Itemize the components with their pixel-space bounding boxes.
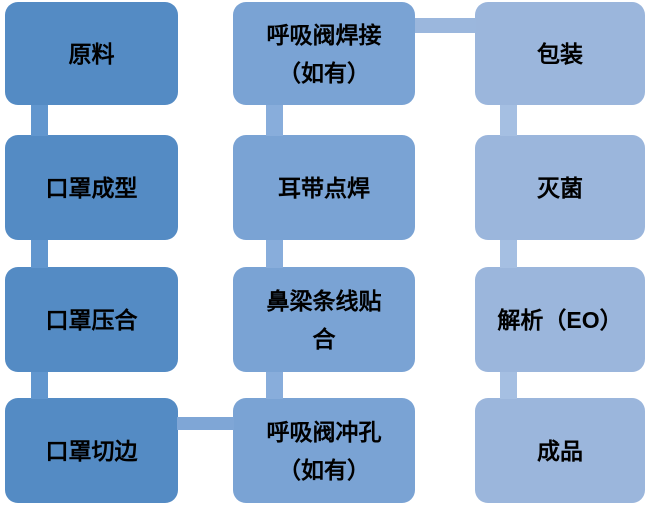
flow-step-raw-material: 原料 bbox=[5, 2, 178, 105]
flow-step-ear-strap-welding: 耳带点焊 bbox=[233, 135, 415, 240]
flow-step-eo-desorption: 解析（EO） bbox=[475, 267, 645, 372]
flow-step-nose-bridge-bonding: 鼻梁条线贴 合 bbox=[233, 267, 415, 372]
flow-step-mask-pressing: 口罩压合 bbox=[5, 267, 178, 372]
connector-raw-to-forming bbox=[31, 105, 48, 136]
flow-step-mask-edge-cutting: 口罩切边 bbox=[5, 398, 178, 503]
connector-welding-to-earstrap bbox=[266, 105, 283, 136]
flow-step-valve-welding: 呼吸阀焊接 （如有） bbox=[233, 2, 415, 105]
flow-step-packaging: 包装 bbox=[475, 2, 645, 105]
connector-bridge-to-punching bbox=[266, 372, 283, 399]
connector-pressing-to-cutting bbox=[31, 372, 48, 399]
connector-earstrap-to-bridge bbox=[266, 240, 283, 268]
connector-forming-to-pressing bbox=[31, 240, 48, 268]
flow-step-mask-forming: 口罩成型 bbox=[5, 135, 178, 240]
flow-step-finished-product: 成品 bbox=[475, 398, 645, 503]
connector-edge-cutting-to-valve-punching bbox=[177, 417, 234, 430]
connector-packaging-to-sterilization bbox=[500, 105, 517, 136]
flow-step-sterilization: 灭菌 bbox=[475, 135, 645, 240]
connector-eo-to-finished bbox=[500, 372, 517, 399]
connector-sterilization-to-eo bbox=[500, 240, 517, 268]
flow-step-valve-punching: 呼吸阀冲孔 （如有） bbox=[233, 398, 415, 503]
connector-valve-welding-to-packaging bbox=[415, 18, 476, 33]
